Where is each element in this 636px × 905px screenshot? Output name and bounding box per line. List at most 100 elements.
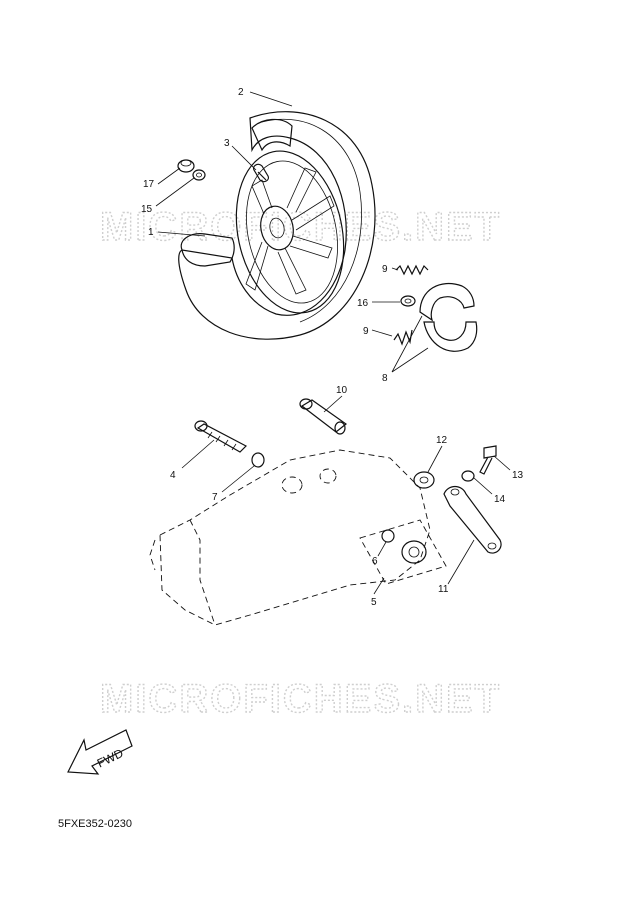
spoke <box>251 179 273 215</box>
leader-4 <box>181 439 215 469</box>
leader-1 <box>157 231 206 237</box>
case-edge <box>149 539 156 571</box>
callout-1: 1 <box>148 227 154 238</box>
brake-spring-upper <box>395 264 429 276</box>
seal-6 <box>381 529 395 543</box>
callout-17: 17 <box>143 179 155 190</box>
brake-spring-lower <box>393 329 413 346</box>
leader-17 <box>157 167 181 185</box>
bolt-13 <box>479 445 497 475</box>
bearing-group <box>359 519 447 585</box>
bearing-5 <box>401 540 427 564</box>
tire-section-left <box>180 233 235 267</box>
axle-shaft <box>196 423 248 453</box>
fwd-arrow: FWD <box>67 729 133 775</box>
oil-seal-7 <box>251 452 265 468</box>
camshaft-tip <box>334 421 346 435</box>
washer-15-hole <box>196 172 202 178</box>
leader-12 <box>427 445 443 473</box>
axle-nut-washer <box>177 159 206 181</box>
lever-group <box>413 445 502 554</box>
valve-stem <box>253 163 269 183</box>
case-hole-2 <box>319 468 337 484</box>
callout-13: 13 <box>512 470 524 481</box>
cam-lever-11 <box>443 485 502 554</box>
washer-12-hole <box>419 476 429 484</box>
callout-3: 3 <box>224 138 230 149</box>
washer-15 <box>192 169 206 181</box>
callout-6: 6 <box>372 556 378 567</box>
lever-hole <box>487 542 497 550</box>
washer-16 <box>400 295 416 307</box>
callout-11: 11 <box>438 584 449 595</box>
callout-labels: 2 3 17 15 1 9 16 9 8 10 4 7 12 13 14 6 5… <box>141 87 524 608</box>
leader-7 <box>221 465 255 493</box>
fwd-arrow-icon <box>67 729 133 775</box>
transmission-case <box>149 449 431 626</box>
callout-9-upper: 9 <box>382 264 388 275</box>
brake-parts <box>393 264 478 352</box>
leader-3 <box>231 145 257 171</box>
tire <box>178 111 376 340</box>
callout-12: 12 <box>436 435 448 446</box>
wheel-assembly <box>178 111 376 340</box>
spoke <box>291 195 335 231</box>
axle-splines <box>207 431 237 451</box>
watermark-bottom: MICROFICHES.NET <box>100 677 501 721</box>
leader-10 <box>323 395 343 413</box>
hub-center <box>269 217 285 239</box>
nut-17-top <box>180 159 192 167</box>
callout-5: 5 <box>371 597 377 608</box>
fwd-label: FWD <box>95 746 126 771</box>
callout-9-lower: 9 <box>363 326 369 337</box>
diagram-code: 5FXE352-0230 <box>58 818 132 830</box>
bearing-5-hole <box>408 546 420 558</box>
leader-11 <box>447 539 475 585</box>
washer-16-hole <box>404 298 412 304</box>
rim-inner <box>246 160 338 304</box>
case-inner-line <box>189 519 216 626</box>
axle-group <box>194 420 265 468</box>
hub <box>260 205 294 251</box>
leader-8 <box>391 315 429 373</box>
leader-5 <box>373 577 385 595</box>
kit-5-outline <box>359 519 447 585</box>
callout-10: 10 <box>336 385 348 396</box>
tire-section-top <box>251 118 293 152</box>
spoke <box>277 247 307 295</box>
axle-end <box>194 420 208 432</box>
callout-15: 15 <box>141 204 153 215</box>
leader-13 <box>493 455 511 471</box>
spoke <box>289 235 333 259</box>
case-outline <box>159 449 431 626</box>
callout-4: 4 <box>170 470 176 481</box>
leader-lines <box>155 91 511 595</box>
brake-shoe-upper <box>419 282 475 322</box>
brake-shoe-lower <box>423 321 478 352</box>
leader-14 <box>473 477 493 495</box>
camshaft-end <box>299 398 313 410</box>
case-hole-1 <box>281 476 303 494</box>
rim-outer <box>235 150 345 314</box>
callout-14: 14 <box>494 494 506 505</box>
tire-tread-line <box>261 118 362 323</box>
watermark-top: MICROFICHES.NET <box>100 205 501 249</box>
callout-8: 8 <box>382 373 388 384</box>
washer-12 <box>413 471 435 489</box>
seal-14 <box>461 470 475 482</box>
camshaft-group <box>299 398 347 435</box>
camshaft <box>300 399 347 433</box>
spoke <box>286 167 317 213</box>
leader-6 <box>377 541 387 557</box>
callout-16: 16 <box>357 298 369 309</box>
spoke <box>245 241 269 291</box>
leader-9b <box>371 329 393 337</box>
leader-15 <box>155 177 195 207</box>
callout-2: 2 <box>238 87 244 98</box>
leader-9a <box>391 267 399 271</box>
callout-7: 7 <box>212 492 218 503</box>
leader-2 <box>249 91 293 107</box>
lever-hole <box>450 488 460 496</box>
